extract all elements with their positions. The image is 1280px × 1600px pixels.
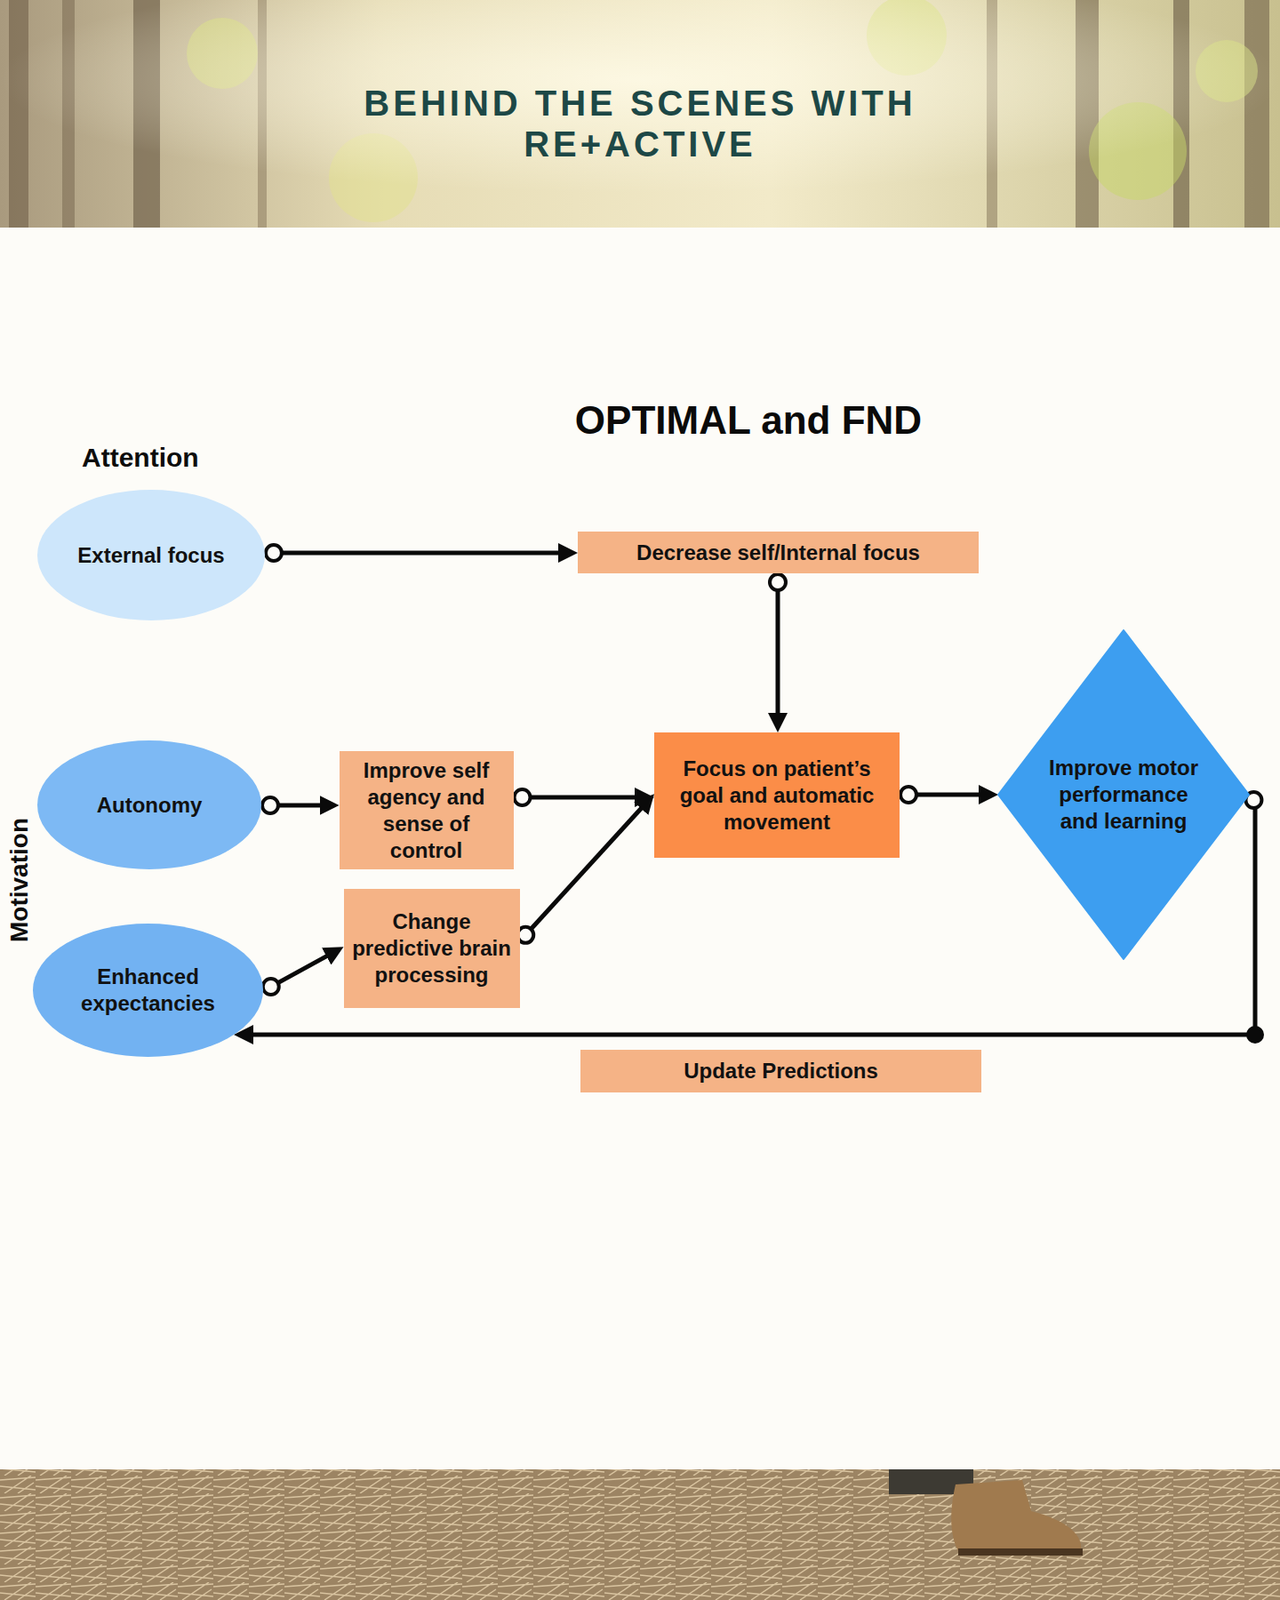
connector-arrow (520, 798, 651, 943)
ellipse-fill (32, 923, 264, 1057)
connector-origin (900, 786, 917, 803)
motivation-ellipse: Autonomy (37, 740, 262, 870)
node-text: Decrease self/Internal focus (636, 539, 920, 567)
node-text: Improve self agency and sense of control (346, 757, 507, 864)
process-box: Decrease self/Internal focus (577, 531, 979, 574)
connector-origin (514, 789, 531, 806)
node-text: Autonomy (96, 792, 203, 819)
outcome-diamond: Improve motor performance and learning (998, 630, 1249, 960)
banner-heading: BEHIND THE SCENES WITH RE+ACTIVE (320, 82, 960, 165)
walking-boot (888, 1469, 1083, 1556)
process-box: Change predictive brain processing (344, 888, 520, 1008)
node-text: Focus on patient’s goal and automatic mo… (661, 755, 893, 836)
connector-arrow (776, 573, 781, 728)
ellipse-fill (37, 489, 265, 621)
forest-photo (0, 0, 1280, 228)
connector-arrow (513, 795, 650, 800)
diagram-title: OPTIMAL and FND (481, 398, 1016, 443)
process-box: Improve self agency and sense of control (339, 751, 514, 870)
node-text: Enhanced expectancies (56, 963, 240, 1017)
connector-origin (262, 797, 279, 814)
node-text: Improve motor performance and learning (1048, 754, 1200, 835)
ellipse-outline (32, 923, 264, 1057)
node-text: Change predictive brain processing (351, 908, 513, 989)
connector-origin (263, 978, 280, 995)
section-label: Motivation (5, 817, 34, 943)
motivation-ellipse: Enhanced expectancies (32, 923, 264, 1057)
node-text: External focus (77, 542, 224, 569)
connector-arrow (264, 551, 573, 556)
edge-label: Update Predictions (580, 1049, 982, 1093)
junction-dot (1246, 1025, 1264, 1044)
ground-photo (0, 1469, 1280, 1600)
attention-ellipse: External focus (37, 489, 265, 621)
connector-origin (769, 574, 786, 591)
section-label: Attention (81, 442, 200, 473)
light-glow (0, 0, 1280, 228)
connector-origin (265, 544, 282, 561)
connector-origin (517, 927, 534, 944)
ellipse-fill (37, 740, 262, 870)
diamond-fill (998, 630, 1249, 960)
goal-box: Focus on patient’s goal and automatic mo… (654, 732, 900, 858)
